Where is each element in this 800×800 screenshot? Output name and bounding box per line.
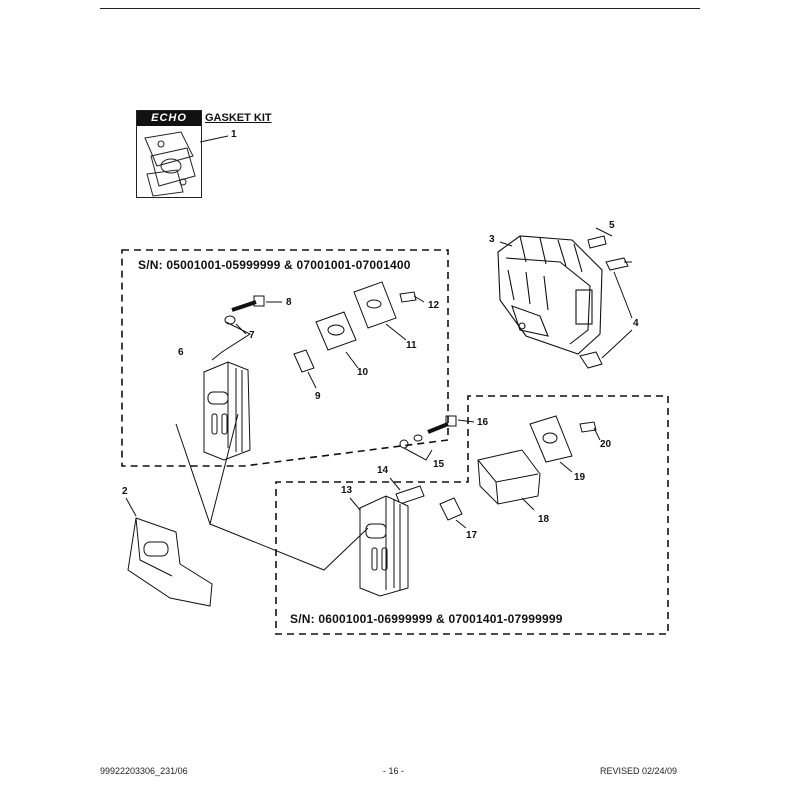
washer-part-15b: [413, 434, 423, 442]
callout-12: 12: [428, 300, 440, 311]
gasket-part-19: [529, 415, 573, 463]
gasket-kit-drawing: [144, 131, 196, 197]
callout-19: 19: [574, 472, 586, 483]
leader-4a: [613, 271, 633, 319]
bolt-part-4: [579, 257, 632, 369]
group-box-upper: [121, 249, 449, 467]
callout-7: 7: [249, 330, 255, 341]
callout-17: 17: [466, 530, 478, 541]
leader-2: [125, 497, 137, 517]
leader-9: [307, 371, 317, 389]
footer-revised-date: REVISED 02/24/09: [600, 766, 678, 776]
header-rule: [100, 8, 700, 9]
callout-15: 15: [433, 459, 445, 470]
footer-page-number: - 16 -: [383, 766, 405, 776]
gasket-part-10: [315, 311, 357, 351]
muffler-part-6: [203, 361, 251, 461]
leader-10: [345, 351, 359, 369]
callout-8: 8: [286, 297, 292, 308]
leader-16: [457, 419, 475, 423]
leader-19: [559, 461, 573, 473]
callout-5: 5: [609, 220, 615, 231]
footer-doc-number: 99922203306_231/06: [100, 766, 188, 776]
leader-11: [385, 323, 407, 341]
callout-6: 6: [178, 347, 184, 358]
washer-part-15a: [399, 439, 409, 449]
leader-18: [521, 497, 535, 511]
bolt-part-16: [427, 415, 457, 434]
group-box-lower: [275, 395, 669, 635]
gasket-part-11: [353, 281, 397, 329]
leader-13-bracket: [209, 523, 369, 571]
serial-label-upper: S/N: 05001001-05999999 & 07001001-070014…: [138, 258, 411, 272]
heat-shield-part-18: [477, 449, 541, 505]
plate-part-17: [439, 497, 463, 521]
callout-10: 10: [357, 367, 369, 378]
callout-4: 4: [633, 318, 639, 329]
leader-3: [499, 241, 513, 247]
muffler-cover-part: [497, 235, 603, 355]
callout-3: 3: [489, 234, 495, 245]
leader-17: [455, 519, 467, 529]
echo-logo: ECHO: [137, 111, 201, 126]
callout-11: 11: [406, 340, 417, 351]
callout-20: 20: [600, 439, 612, 450]
screw-part-12: [399, 291, 425, 303]
serial-label-lower: S/N: 06001001-06999999 & 07001401-079999…: [290, 612, 563, 626]
leader-14: [389, 477, 401, 491]
muffler-part-13: [359, 495, 409, 597]
callout-18: 18: [538, 514, 550, 525]
callout-14: 14: [377, 465, 389, 476]
callout-1: 1: [231, 129, 237, 140]
gasket-kit-illustration: ECHO: [136, 110, 202, 198]
leader-4b: [601, 329, 633, 359]
leader-15: [403, 447, 433, 461]
label-plate-part: [587, 235, 607, 249]
leader-13: [349, 497, 361, 511]
callout-13: 13: [341, 485, 353, 496]
leader-6: [211, 321, 252, 361]
callout-16: 16: [477, 417, 489, 428]
callout-2: 2: [122, 486, 128, 497]
gasket-kit-title: GASKET KIT: [205, 112, 272, 124]
bracket-part-2: [127, 517, 213, 607]
leader-1: [199, 135, 229, 143]
bolt-part-8: [231, 295, 265, 312]
gasket-part-14: [395, 485, 425, 505]
leader-5: [595, 227, 613, 237]
screw-part-20: [579, 421, 601, 441]
callout-9: 9: [315, 391, 321, 402]
plate-part-9: [293, 349, 315, 373]
